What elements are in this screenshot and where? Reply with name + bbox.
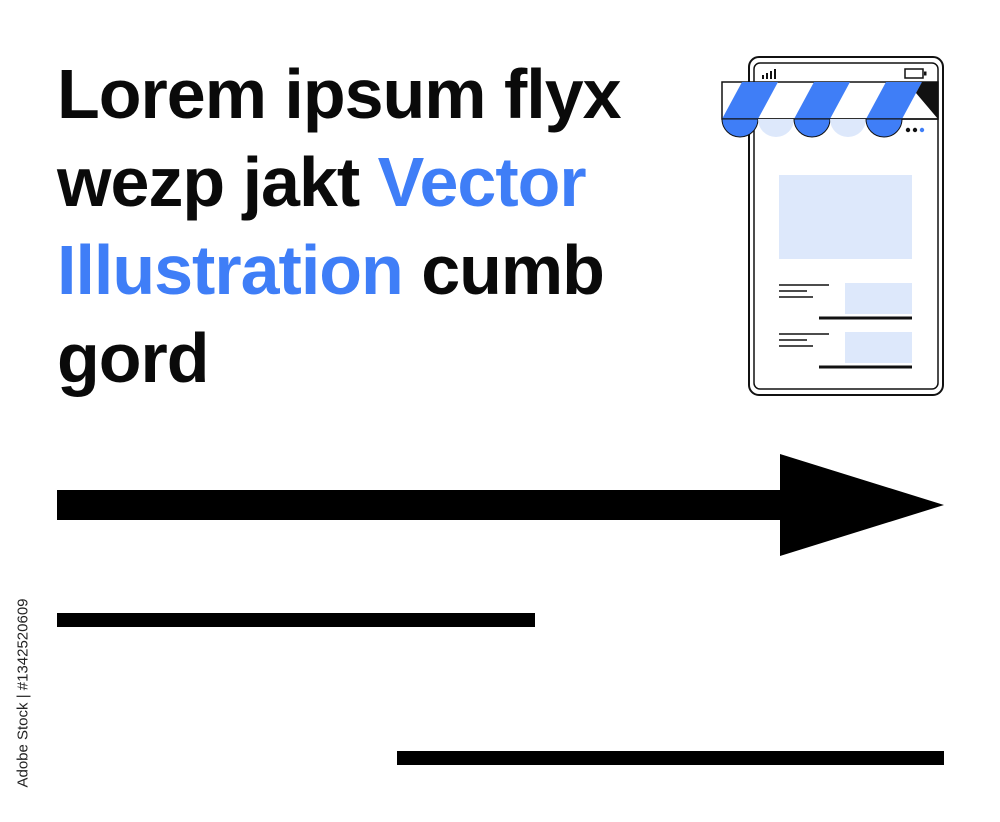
headline: Lorem ipsum flyx wezp jakt Vector Illust… bbox=[57, 50, 697, 402]
arrow-head bbox=[780, 454, 944, 556]
text-line-bar bbox=[397, 751, 944, 765]
arrow-shaft bbox=[57, 490, 787, 520]
store-awning-icon bbox=[721, 81, 939, 138]
stock-credit-label: Adobe Stock | #1342520609 bbox=[14, 597, 32, 788]
product-row bbox=[779, 332, 912, 369]
headline-accent: Vector Illustration bbox=[57, 143, 587, 309]
arrow-right-icon bbox=[57, 454, 944, 556]
hero-image-placeholder bbox=[779, 175, 912, 259]
headline-text-start: Lorem ipsum flyx wezp jakt bbox=[57, 55, 622, 221]
text-line-bar bbox=[57, 613, 535, 627]
phone-screen bbox=[753, 62, 939, 390]
product-row bbox=[779, 283, 912, 320]
headline-text-end: cumb gord bbox=[57, 231, 605, 397]
more-dots-icon bbox=[905, 127, 925, 133]
stock-credit: Adobe Stock | #1342520609 bbox=[8, 575, 38, 810]
signal-icon bbox=[762, 69, 776, 79]
battery-icon bbox=[904, 68, 927, 79]
smartphone-icon bbox=[721, 56, 944, 396]
